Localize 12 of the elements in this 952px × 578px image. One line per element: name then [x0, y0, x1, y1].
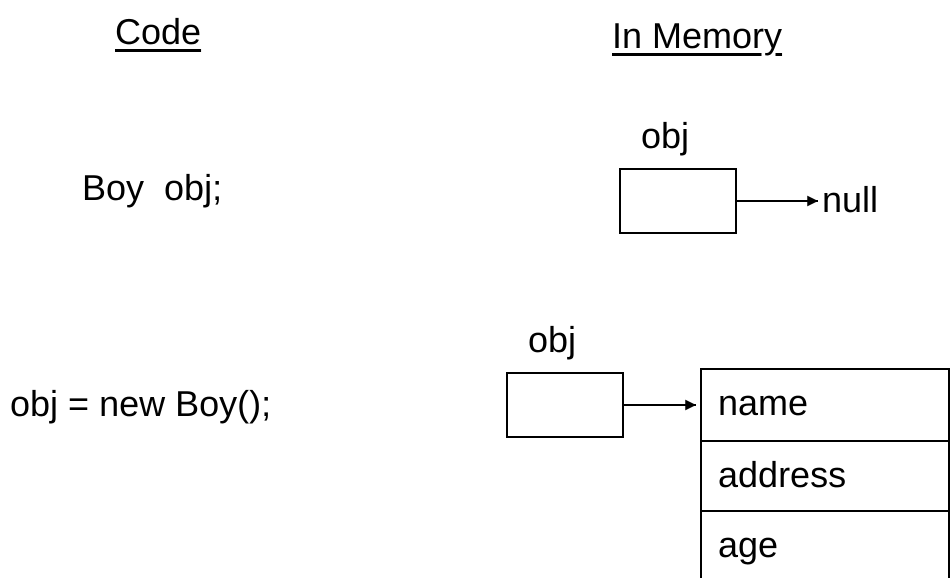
variable-name: obj [528, 320, 576, 360]
column-heading: In Memory [612, 16, 782, 56]
column-heading: Code [115, 12, 202, 52]
arrow [624, 400, 696, 410]
field-cell: address [702, 440, 948, 510]
field-cell: age [702, 510, 948, 578]
arrow [737, 196, 818, 206]
value-text: null [822, 180, 878, 220]
field-cell-text: name [717, 381, 810, 425]
code-line: obj = new Boy(); [10, 384, 272, 424]
code-line: Boy obj; [82, 168, 222, 208]
variable-name: obj [641, 116, 690, 156]
